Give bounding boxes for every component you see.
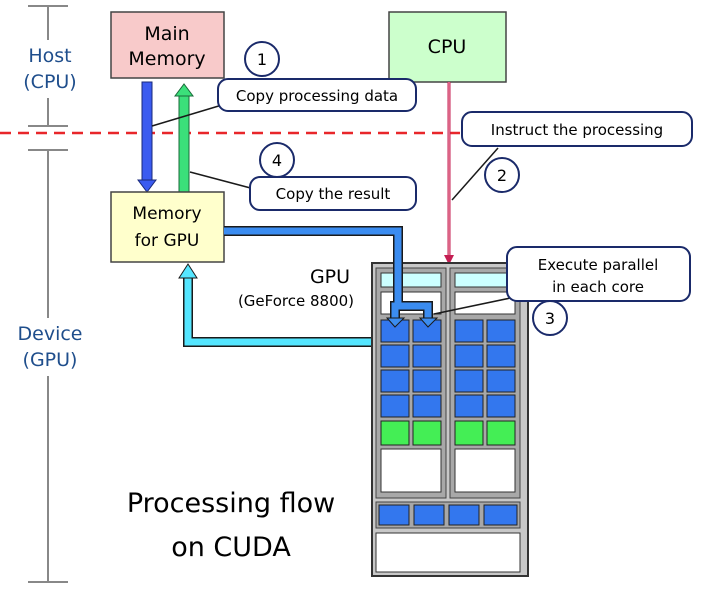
gpu-chip <box>371 262 529 577</box>
step4-number: 4 <box>272 151 282 170</box>
step3-leader <box>433 295 521 315</box>
copy-result-arrow <box>174 83 194 193</box>
device-gpu-label: (GPU) <box>23 349 78 371</box>
step1-text: Copy processing data <box>236 87 398 105</box>
host-device-scale <box>12 5 86 583</box>
core-grid-left <box>380 319 442 493</box>
gpu-memory-box <box>110 191 225 263</box>
instruct-processing-line <box>444 82 454 265</box>
step4-leader <box>189 171 259 191</box>
step3-number: 3 <box>545 309 555 328</box>
gpu-model: (GeForce 8800) <box>238 292 354 310</box>
gpu-memory-label-line1: Memory <box>132 204 201 224</box>
step2-bubble <box>461 111 693 147</box>
host-cpu-label: (CPU) <box>23 71 76 93</box>
main-memory-label-line1: Main <box>144 23 189 45</box>
step2-number: 2 <box>497 166 507 185</box>
step4-badge <box>259 142 295 178</box>
data-pipe-to-gpu <box>224 226 439 328</box>
step2-text: Instruct the processing <box>491 121 663 139</box>
step3-text-line2: in each core <box>552 278 644 296</box>
step1-badge <box>244 41 280 77</box>
caption-line1: Processing flow <box>127 488 335 519</box>
step3-badge <box>532 300 568 336</box>
copy-data-arrow <box>137 81 157 193</box>
caption-line2: on CUDA <box>171 532 291 563</box>
return-pipe <box>178 263 386 347</box>
cpu-label: CPU <box>428 36 467 58</box>
cpu-box <box>388 11 507 83</box>
step2-leader <box>451 147 499 201</box>
main-memory-box <box>110 11 225 79</box>
main-memory-label-line2: Memory <box>128 48 205 70</box>
gpu-memory-label-line2: for GPU <box>135 231 200 251</box>
step4-text: Copy the result <box>276 185 391 203</box>
step3-bubble <box>506 246 691 302</box>
device-label: Device <box>18 323 83 345</box>
step4-bubble <box>249 176 417 211</box>
step2-badge <box>484 157 520 193</box>
core-grid-right <box>454 319 516 493</box>
step3-text-line1: Execute parallel <box>538 256 659 274</box>
gpu-title: GPU <box>310 266 350 288</box>
step1-number: 1 <box>257 50 267 69</box>
host-label: Host <box>28 45 71 67</box>
step1-leader <box>151 104 223 127</box>
step1-bubble <box>217 78 417 112</box>
